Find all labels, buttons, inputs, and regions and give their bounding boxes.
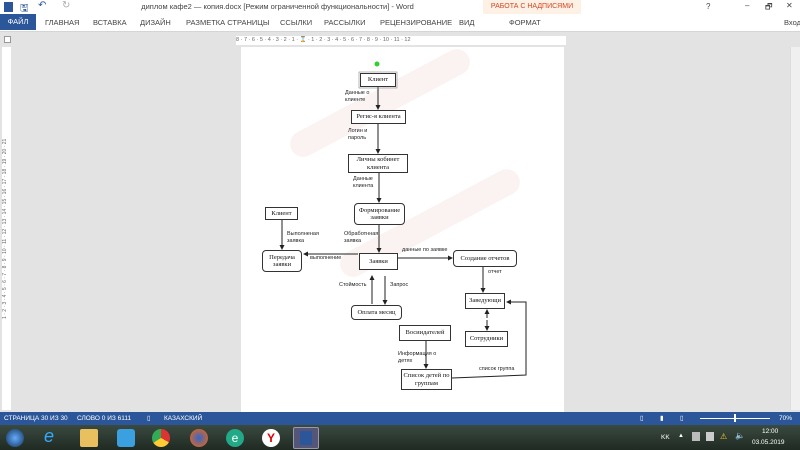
- tab-insert[interactable]: ВСТАВКА: [93, 18, 127, 27]
- box-client-top[interactable]: Клиент: [360, 73, 396, 87]
- box-transfer[interactable]: Передача заявки: [262, 250, 302, 272]
- network-icon[interactable]: [692, 432, 700, 441]
- page-count[interactable]: СТРАНИЦА 30 ИЗ 30: [4, 415, 68, 422]
- redo-icon[interactable]: ↻: [62, 0, 71, 11]
- rotate-handle: [374, 61, 380, 67]
- help-button[interactable]: ?: [706, 2, 711, 11]
- box-cabinet[interactable]: Личны кобинет клиента: [348, 154, 408, 173]
- chrome-icon[interactable]: [152, 429, 170, 447]
- read-mode-icon[interactable]: ▯: [640, 415, 644, 422]
- tab-file[interactable]: ФАЙЛ: [0, 14, 36, 30]
- volume-icon[interactable]: 🔈: [735, 431, 745, 440]
- taskbar: e e Y KK ▲ ⚠ 🔈 12:00 03.05.2019: [0, 425, 800, 450]
- word-icon: [4, 2, 13, 12]
- document-page[interactable]: [241, 47, 564, 412]
- tray-expand-icon[interactable]: ▲: [678, 433, 684, 439]
- explorer-icon[interactable]: [80, 429, 98, 447]
- ie-icon[interactable]: e: [44, 426, 55, 446]
- word-count[interactable]: СЛОВО 0 ИЗ 6111: [77, 415, 132, 422]
- firefox-icon[interactable]: [190, 429, 208, 447]
- zoom-slider-thumb[interactable]: [734, 414, 736, 422]
- save-icon[interactable]: 🖫: [20, 3, 29, 14]
- restore-button[interactable]: 🗗: [765, 2, 773, 11]
- diagram-connectors: [279, 61, 527, 379]
- tab-references[interactable]: ССЫЛКИ: [280, 18, 313, 27]
- status-bar: СТРАНИЦА 30 ИЗ 30 СЛОВО 0 ИЗ 6111 ▯ КАЗА…: [0, 412, 800, 425]
- close-button[interactable]: ✕: [786, 1, 793, 10]
- label-client-data2: Данные клиента: [353, 176, 374, 190]
- title-bar: 🖫 ↶ ↻ диплом кафе2 — копия.docx [Режим о…: [0, 0, 800, 14]
- proofing-icon[interactable]: ▯: [147, 415, 151, 422]
- tab-mailings[interactable]: РАССЫЛКИ: [324, 18, 366, 27]
- signin-link[interactable]: Вход: [784, 18, 800, 27]
- label-execution: выполнение: [310, 255, 342, 261]
- tab-layout[interactable]: РАЗМЕТКА СТРАНИЦЫ: [186, 18, 270, 27]
- arrow-children-head: [451, 299, 527, 379]
- zoom-level[interactable]: 70%: [779, 415, 793, 422]
- vertical-scrollbar[interactable]: [790, 47, 800, 410]
- box-forming[interactable]: Формирование заявки: [354, 203, 405, 225]
- minimize-button[interactable]: –: [745, 1, 750, 10]
- clock-date[interactable]: 03.05.2019: [752, 439, 785, 446]
- window-title: диплом кафе2 — копия.docx [Режим огранич…: [141, 2, 414, 11]
- tab-review[interactable]: РЕЦЕНЗИРОВАНИЕ: [380, 18, 453, 27]
- yandex-icon[interactable]: Y: [262, 429, 280, 447]
- selection-frame: [358, 71, 398, 89]
- box-reports[interactable]: Создание отчетов: [453, 250, 517, 267]
- label-order-data: данные по заявке: [402, 247, 448, 253]
- power-icon[interactable]: [706, 432, 714, 441]
- tab-format[interactable]: ФОРМАТ: [509, 18, 541, 27]
- tab-view[interactable]: ВИД: [459, 18, 475, 27]
- box-client-left[interactable]: Клиент: [265, 207, 298, 220]
- language-indicator[interactable]: KK: [661, 434, 670, 441]
- box-educators[interactable]: Восиидателей: [399, 325, 451, 341]
- box-orders[interactable]: Заявки: [359, 253, 398, 270]
- label-client-data: Данные о клиенте: [345, 90, 370, 104]
- eset-icon[interactable]: e: [226, 429, 244, 447]
- ribbon-tabs: ГЛАВНАЯ ВСТАВКА ДИЗАЙН РАЗМЕТКА СТРАНИЦЫ…: [0, 14, 800, 32]
- alert-icon[interactable]: ⚠: [720, 432, 728, 441]
- web-layout-icon[interactable]: ▯: [680, 415, 684, 422]
- print-layout-icon[interactable]: ▮: [660, 415, 664, 422]
- context-tab-label: РАБОТА С НАДПИСЯМИ: [483, 0, 581, 14]
- box-payment[interactable]: Оплата месяц: [351, 305, 402, 320]
- box-children[interactable]: Список детей по группам: [401, 369, 452, 390]
- start-button-icon[interactable]: [6, 429, 24, 447]
- label-report: отчет: [488, 269, 502, 275]
- label-done-order: Выполненая заявка: [287, 231, 319, 245]
- horizontal-ruler[interactable]: 8 · 7 · 6 · 5 · 4 · 3 · 2 · 1 · ⌛ · 1 · …: [236, 36, 566, 45]
- tab-selector-icon[interactable]: [4, 36, 11, 43]
- label-login: Логин и пароль: [348, 128, 368, 142]
- tab-home[interactable]: ГЛАВНАЯ: [45, 18, 80, 27]
- clock-time[interactable]: 12:00: [762, 428, 779, 435]
- box-registration[interactable]: Регис-я клиента: [351, 110, 406, 124]
- label-info: Информация о детях: [398, 351, 437, 365]
- vertical-ruler[interactable]: 1 · 2 · 3 · 4 · 5 · 6 · 7 · 8 · 9 · 10 ·…: [2, 47, 11, 410]
- media-player-icon[interactable]: [117, 429, 135, 447]
- label-processed: Обработнная заявка: [344, 231, 379, 245]
- tab-design[interactable]: ДИЗАЙН: [140, 18, 171, 27]
- language[interactable]: КАЗАХСКИЙ: [164, 415, 203, 422]
- word-taskbar-icon[interactable]: [293, 427, 319, 449]
- box-head[interactable]: Заведующи: [465, 293, 505, 309]
- label-request: Запрос: [390, 282, 409, 288]
- undo-icon[interactable]: ↶: [38, 0, 47, 11]
- label-group-list: список группа: [479, 366, 515, 372]
- box-staff[interactable]: Сотрудники: [465, 331, 508, 347]
- label-cost: Стоймость: [339, 282, 367, 288]
